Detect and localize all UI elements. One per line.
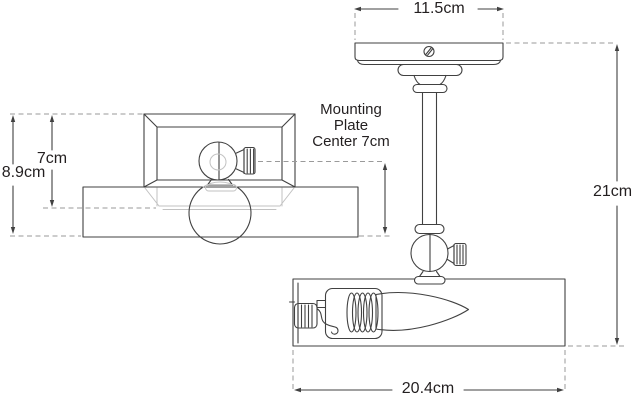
ball-joint-side [410, 233, 467, 285]
dimension-backplate-height [43, 115, 156, 209]
dimension-mounting-plate-center [258, 161, 392, 237]
dimension-total-front-height [10, 113, 143, 237]
socket [288, 287, 383, 340]
dimension-shade-width [292, 350, 566, 393]
annotation-line-1: Mounting [320, 101, 382, 118]
mounting-plate-center-annotation: Mounting Plate Center 7cm [294, 102, 408, 150]
dimension-label-total-front-height: 8.9cm [1, 164, 46, 181]
annotation-line-2: Plate [333, 117, 369, 134]
shade-front [82, 186, 359, 238]
dimension-label-plate-width: 11.5cm [413, 0, 465, 17]
mounting-plate [354, 42, 504, 94]
screw-icon [423, 45, 435, 58]
cord [316, 308, 339, 335]
stem [414, 91, 445, 235]
annotation-line-3: Center 7cm [312, 133, 390, 150]
bulb [346, 292, 470, 333]
side-view [288, 42, 566, 347]
dimension-label-shade-width: 20.4cm [401, 380, 455, 397]
ball-joint-front [188, 141, 256, 245]
dimension-label-overall-height: 21cm [593, 183, 633, 200]
dimension-plate-width [354, 6, 504, 40]
dimension-label-backplate-height: 7cm [36, 150, 68, 167]
front-view [82, 113, 359, 245]
dimension-overall-height [506, 42, 627, 347]
